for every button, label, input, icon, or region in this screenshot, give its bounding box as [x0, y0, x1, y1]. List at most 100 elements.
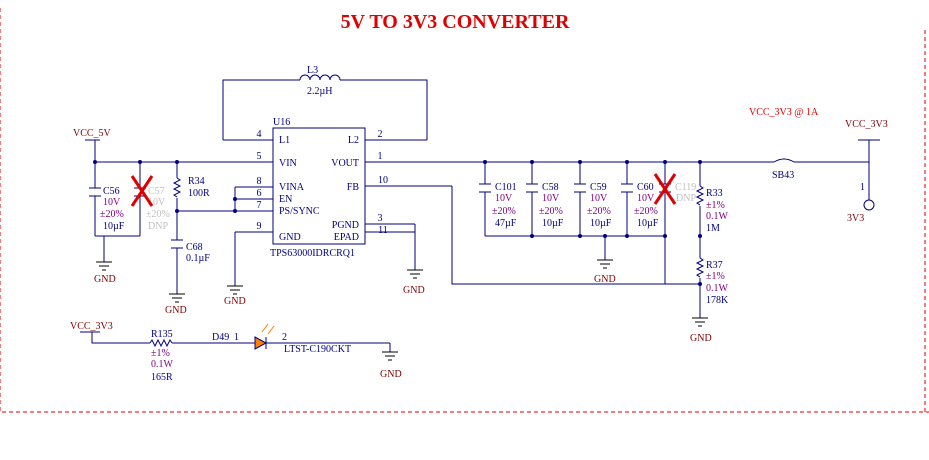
pin-name-vina: VINA	[279, 182, 305, 193]
r33-tolerance: ±1%	[706, 200, 725, 211]
inductor-l3	[222, 74, 428, 140]
u16-left-pins	[95, 139, 273, 233]
c58-ref: C58	[542, 182, 559, 193]
led-pin2: 2	[282, 332, 287, 343]
pin-name-l1: L1	[279, 135, 290, 146]
led-d49	[254, 323, 275, 350]
r135-ref: R135	[151, 329, 173, 340]
gnd-label: GND	[594, 274, 616, 285]
u16-ref: U16	[273, 117, 290, 128]
c68-value: 0.1µF	[186, 253, 210, 264]
c101-value: 47µF	[495, 218, 517, 229]
r135-tolerance: ±1%	[151, 348, 170, 359]
capacitor-c56	[89, 187, 101, 197]
junction	[603, 234, 607, 238]
c58-tolerance: ±20%	[539, 206, 563, 217]
c101-tolerance: ±20%	[492, 206, 516, 217]
c60-value: 10µF	[637, 218, 659, 229]
r33-value: 1M	[706, 223, 720, 234]
ground-symbol	[169, 293, 185, 303]
pin-num-11: 11	[378, 225, 388, 236]
solder-bridge-sb43	[773, 158, 795, 163]
c58-voltage: 10V	[542, 193, 560, 204]
c59-voltage: 10V	[590, 193, 608, 204]
c101-voltage: 10V	[495, 193, 513, 204]
junction	[625, 160, 629, 164]
ground-symbol	[96, 261, 112, 271]
pin-num-4: 4	[257, 129, 262, 140]
junction	[663, 234, 667, 238]
c56-value: 10µF	[103, 221, 125, 232]
c59-tolerance: ±20%	[587, 206, 611, 217]
r37-power: 0.1W	[706, 283, 729, 294]
ground-symbol	[692, 317, 708, 327]
c58-value: 10µF	[542, 218, 564, 229]
gnd-label: GND	[403, 285, 425, 296]
r135-power: 0.1W	[151, 359, 174, 370]
r33-power: 0.1W	[706, 211, 729, 222]
pin-name-l2: L2	[348, 135, 359, 146]
junction	[578, 234, 582, 238]
junction	[233, 209, 237, 213]
pin-num-7: 7	[257, 200, 262, 211]
c59-value: 10µF	[590, 218, 612, 229]
u16-right-pins	[365, 139, 774, 233]
junction	[483, 160, 487, 164]
capacitor-c58	[526, 183, 538, 193]
c57-voltage: 10V	[148, 197, 166, 208]
c101-ref: C101	[495, 182, 517, 193]
c68-ref: C68	[186, 242, 203, 253]
capacitor-c68	[171, 239, 183, 249]
junction	[625, 234, 629, 238]
pin-name-pgnd: PGND	[332, 220, 359, 231]
junction	[530, 234, 534, 238]
c119-dnp: DNP	[676, 193, 696, 204]
junction	[138, 160, 142, 164]
testpoint-circle	[863, 199, 875, 211]
c119-ref: C119	[675, 182, 696, 193]
r34-ref: R34	[188, 176, 205, 187]
junction	[175, 160, 179, 164]
r33-ref: R33	[706, 188, 723, 199]
junction	[93, 160, 97, 164]
c56-ref: C56	[103, 186, 120, 197]
net-vcc3v3-led: VCC_3V3	[70, 321, 113, 332]
vcc5v-wires	[85, 139, 236, 294]
c57-ref: C57	[148, 186, 165, 197]
junction	[578, 160, 582, 164]
gnd-label: GND	[380, 369, 402, 380]
c56-voltage: 10V	[103, 197, 121, 208]
inductor-value: 2.2µH	[307, 86, 332, 97]
capacitor-c101	[479, 183, 491, 193]
led-part: LTST-C190CKT	[284, 344, 351, 355]
pin-num-1: 1	[378, 151, 383, 162]
testpoint-pin: 1	[860, 182, 865, 193]
junction	[233, 197, 237, 201]
junction	[663, 160, 667, 164]
pin-num-9: 9	[257, 221, 262, 232]
r37-ref: R37	[706, 260, 723, 271]
led-pin1: 1	[234, 332, 239, 343]
ground-symbol	[597, 259, 613, 269]
pin-num-2: 2	[378, 129, 383, 140]
c57-dnp: DNP	[148, 221, 168, 232]
page-title: 5V TO 3V3 CONVERTER	[341, 11, 570, 33]
c60-ref: C60	[637, 182, 654, 193]
c60-tolerance: ±20%	[634, 206, 658, 217]
pin-num-3: 3	[378, 213, 383, 224]
c56-tolerance: ±20%	[100, 209, 124, 220]
gnd-label: GND	[94, 274, 116, 285]
resistor-r33	[695, 185, 705, 206]
pin-name-epad: EPAD	[334, 232, 359, 243]
dnp-cross-mark	[653, 173, 677, 205]
sb43-ref: SB43	[772, 170, 794, 181]
resistor-r37	[695, 257, 705, 278]
pin-num-8: 8	[257, 176, 262, 187]
r135-value: 165R	[151, 372, 173, 383]
u16-part: TPS63000IDRCRQ1	[270, 248, 355, 259]
pin-name-vout: VOUT	[331, 158, 359, 169]
gnd-label: GND	[165, 305, 187, 316]
pin-name-fb: FB	[347, 182, 360, 193]
ground-symbol	[382, 351, 398, 361]
